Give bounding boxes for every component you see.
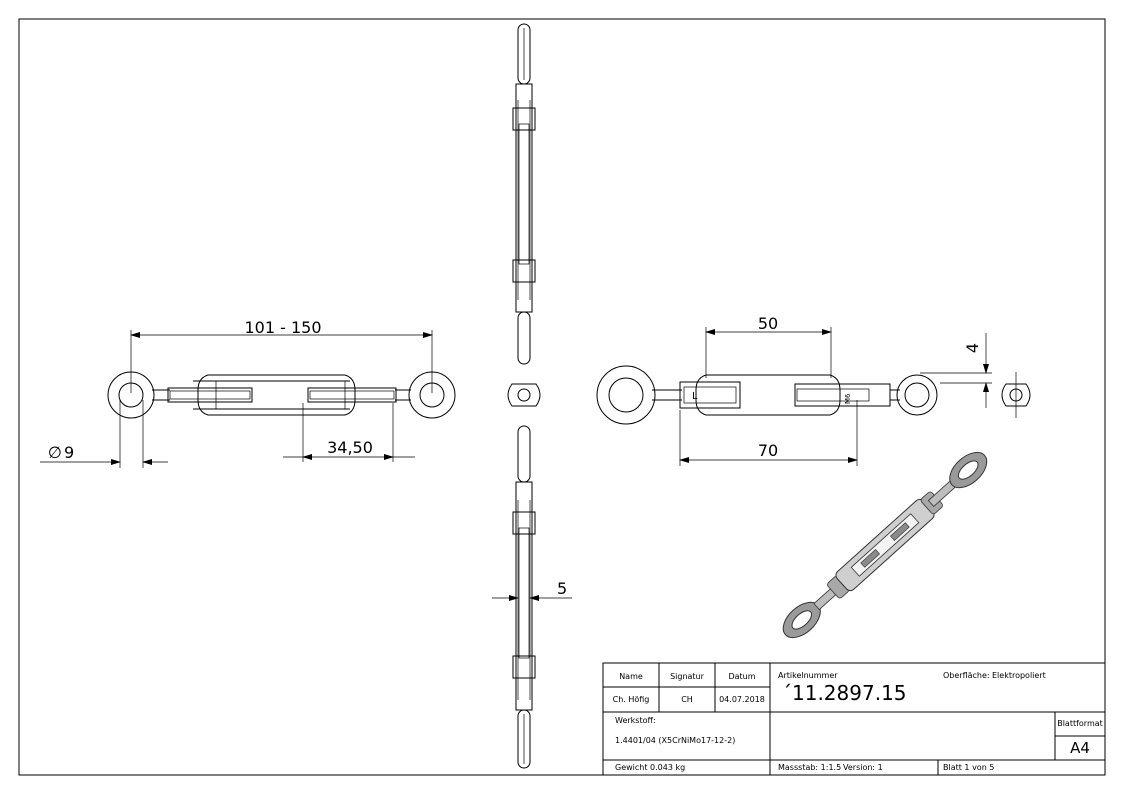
thread-size-marking: M6 xyxy=(844,393,852,404)
massstab-value: Massstab: 1:1.5 xyxy=(778,763,841,772)
right-dimensions: 50 70 4 xyxy=(679,314,992,466)
version-value: Version: 1 xyxy=(843,763,883,772)
eye-diameter-symbol: ∅ xyxy=(48,443,62,462)
blatt-value: Blatt 1 von 5 xyxy=(943,763,994,772)
name-header: Name xyxy=(619,672,643,681)
thickness-label: 4 xyxy=(963,343,982,353)
blattformat-value: A4 xyxy=(1070,739,1090,757)
datum-header: Datum xyxy=(728,672,755,681)
gewicht-value: Gewicht 0.043 kg xyxy=(615,763,685,772)
side-width-dimension: 5 xyxy=(492,579,572,601)
werkstoff-value: 1.4401/04 (X5CrNiMo17-12-2) xyxy=(615,736,735,745)
werkstoff-label: Werkstoff: xyxy=(615,716,656,725)
sheet-border xyxy=(18,18,1106,776)
signatur-header: Signatur xyxy=(670,672,705,681)
name-value: Ch. Höfig xyxy=(613,695,650,704)
body-width-label: 50 xyxy=(758,314,778,333)
eye-diameter-label: 9 xyxy=(64,443,74,462)
isometric-view xyxy=(782,451,988,639)
side-width-label: 5 xyxy=(557,579,567,598)
thread-length-label: 34,50 xyxy=(327,438,373,457)
left-thread-marking: L xyxy=(692,391,698,402)
left-dimensions: 101 - 150 ∅ 9 34,50 xyxy=(40,318,433,468)
left-front-view xyxy=(107,371,456,419)
signatur-value: CH xyxy=(681,695,693,704)
artikelnummer-value: ´11.2897.15 xyxy=(782,681,907,705)
oberflaeche-value: Elektropoliert xyxy=(992,671,1046,680)
oberflaeche-label: Oberfläche: xyxy=(943,671,990,680)
body-length-label: 70 xyxy=(758,441,778,460)
overall-length-label: 101 - 150 xyxy=(244,318,321,337)
right-top-view: L M6 xyxy=(596,365,1031,425)
title-block: Name Signatur Datum Ch. Höfig CH 04.07.2… xyxy=(602,662,1106,776)
artikelnummer-label: Artikelnummer xyxy=(778,671,838,680)
blattformat-label: Blattformat xyxy=(1057,719,1103,728)
datum-value: 04.07.2018 xyxy=(719,695,765,704)
center-side-view xyxy=(507,23,541,769)
